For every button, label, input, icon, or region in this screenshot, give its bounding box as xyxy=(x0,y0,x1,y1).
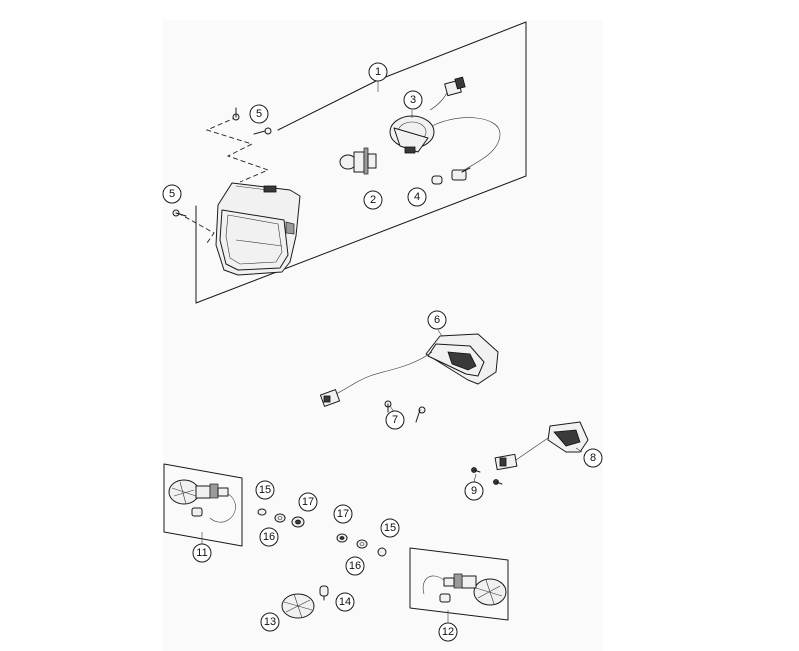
callout-12: 12 xyxy=(438,622,458,642)
callout-14: 14 xyxy=(335,592,355,612)
parking-bulb xyxy=(431,167,471,185)
washer-16b xyxy=(356,539,368,549)
callout-2-label: 2 xyxy=(370,194,376,206)
bulb-socket xyxy=(389,76,501,171)
callout-16-left-label: 16 xyxy=(263,531,275,543)
callout-17-left-label: 17 xyxy=(302,496,314,508)
washer-15a xyxy=(257,508,267,516)
tail-light xyxy=(319,333,499,407)
turn-signal-bulb xyxy=(319,585,329,601)
turn-signal-left xyxy=(168,479,236,523)
turn-signal-left-frame xyxy=(163,463,243,547)
callout-15-right: 15 xyxy=(380,518,400,538)
turn-signal-right xyxy=(422,573,507,606)
callout-17-left: 17 xyxy=(298,492,318,512)
callout-7-label: 7 xyxy=(392,414,398,426)
turn-signal-lens xyxy=(281,593,315,619)
callout-15-left: 15 xyxy=(255,480,275,500)
nut-17a xyxy=(291,516,305,528)
callout-9-label: 9 xyxy=(471,485,477,497)
callout-17-right-label: 17 xyxy=(337,508,349,520)
callout-6-label: 6 xyxy=(434,314,440,326)
callout-5-upper-label: 5 xyxy=(256,108,262,120)
callout-13-label: 13 xyxy=(264,616,276,628)
turn-signal-right-frame xyxy=(409,547,509,621)
leader-lines xyxy=(201,80,583,622)
callout-7: 7 xyxy=(385,410,405,430)
washer-16a xyxy=(274,513,286,523)
callout-5-side: 5 xyxy=(162,184,182,204)
callout-12-label: 12 xyxy=(442,626,454,638)
screw-side xyxy=(172,209,187,217)
screw-9a xyxy=(471,467,481,473)
callout-3: 3 xyxy=(403,90,423,110)
callout-17-right: 17 xyxy=(333,504,353,524)
callout-1: 1 xyxy=(368,62,388,82)
screw-7a xyxy=(384,400,392,413)
nut-17b xyxy=(336,533,348,543)
callout-11-label: 11 xyxy=(196,547,207,559)
callout-5-side-label: 5 xyxy=(169,188,175,200)
callout-4: 4 xyxy=(407,187,427,207)
screw-upper-b xyxy=(253,127,272,135)
diagram-sheet xyxy=(163,20,603,651)
headlight-bulb xyxy=(339,147,377,175)
screw-leader-dashed xyxy=(177,116,270,244)
callout-15-right-label: 15 xyxy=(384,522,396,534)
screw-upper-a xyxy=(232,107,240,121)
callout-2: 2 xyxy=(363,190,383,210)
callout-15-left-label: 15 xyxy=(259,484,271,496)
callout-1-label: 1 xyxy=(375,66,381,78)
callout-8-label: 8 xyxy=(590,452,596,464)
callout-5-upper: 5 xyxy=(249,104,269,124)
washer-15b xyxy=(377,547,387,557)
callout-4-label: 4 xyxy=(414,191,420,203)
headlight-housing xyxy=(215,182,301,276)
callout-16-right: 16 xyxy=(345,556,365,576)
screw-7b xyxy=(415,406,426,423)
callout-13: 13 xyxy=(260,612,280,632)
callout-16-right-label: 16 xyxy=(349,560,361,572)
screw-9b xyxy=(493,479,503,485)
callout-14-label: 14 xyxy=(339,596,351,608)
headlight-assembly-frame xyxy=(195,21,527,304)
license-plate-light xyxy=(494,421,589,471)
callout-8: 8 xyxy=(583,448,603,468)
callout-11: 11 xyxy=(192,543,212,563)
callout-9: 9 xyxy=(464,481,484,501)
callout-3-label: 3 xyxy=(410,94,416,106)
callout-6: 6 xyxy=(427,310,447,330)
callout-16-left: 16 xyxy=(259,527,279,547)
